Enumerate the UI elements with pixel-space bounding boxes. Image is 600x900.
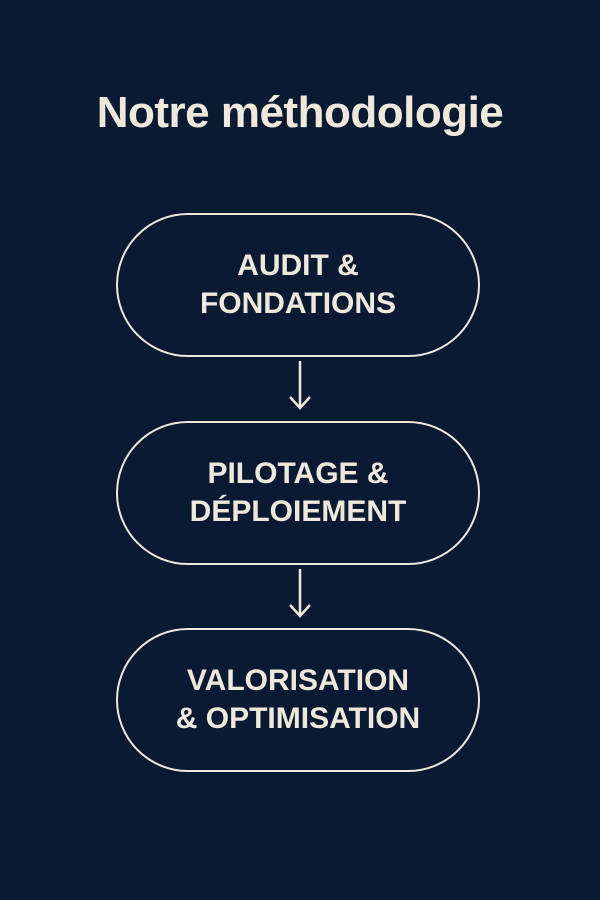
step-label-line2: DÉPLOIEMENT xyxy=(189,495,407,528)
arrow-down-icon xyxy=(289,361,311,410)
step-label-line1: VALORISATION xyxy=(186,664,410,697)
step-audit-fondations: AUDIT & FONDATIONS xyxy=(116,213,480,357)
step-label-line2: & OPTIMISATION xyxy=(175,702,421,735)
step-label-line1: AUDIT & xyxy=(237,249,359,282)
step-label-line1: PILOTAGE & xyxy=(207,457,389,490)
page-title: Notre méthodologie xyxy=(96,88,504,137)
arrow-down-icon xyxy=(289,569,311,618)
step-pilotage-deploiement: PILOTAGE & DÉPLOIEMENT xyxy=(116,421,480,565)
step-valorisation-optimisation: VALORISATION & OPTIMISATION xyxy=(116,628,480,772)
step-label-line2: FONDATIONS xyxy=(199,287,397,320)
